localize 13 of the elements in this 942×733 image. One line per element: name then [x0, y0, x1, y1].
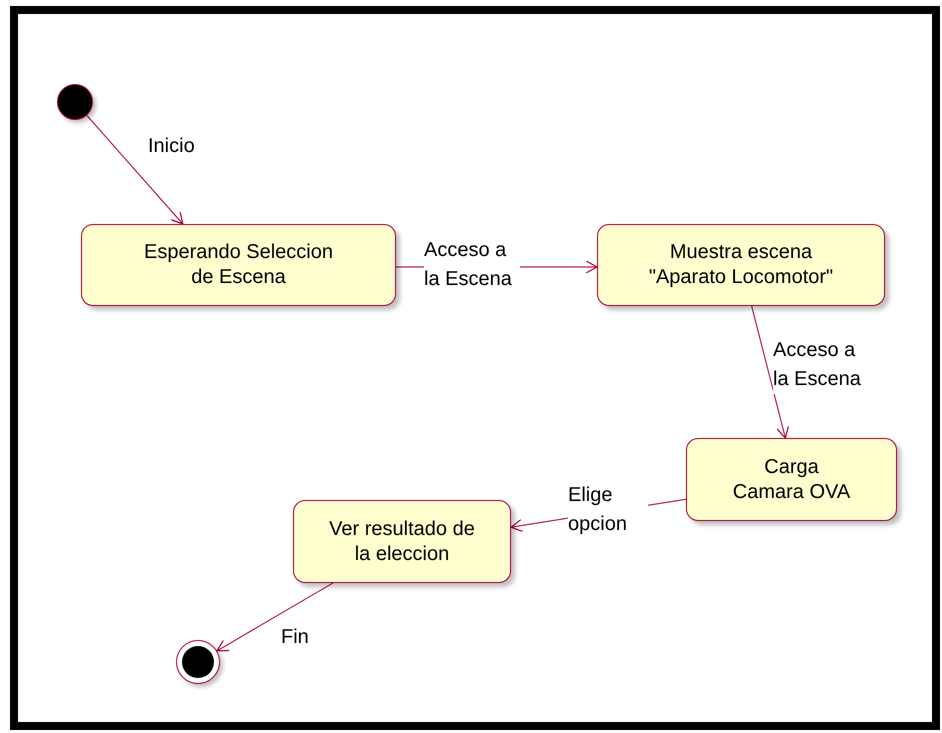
- arrow: [751, 306, 790, 439]
- state-box: [597, 224, 885, 306]
- arrow: [86, 114, 184, 225]
- state-name: Ver resultado de la eleccion: [328, 516, 476, 566]
- final-state: [176, 640, 220, 684]
- state-box: [686, 438, 897, 521]
- arrow: [216, 582, 334, 652]
- state-name: Muestra escena "Aparato Locomotor": [648, 240, 834, 290]
- initial-state: [57, 84, 93, 120]
- state-box: [293, 500, 511, 583]
- state-box: [81, 224, 396, 306]
- state-name: Esperando Seleccion de Escena: [142, 240, 334, 290]
- state-name: Carga Camara OVA: [732, 454, 852, 504]
